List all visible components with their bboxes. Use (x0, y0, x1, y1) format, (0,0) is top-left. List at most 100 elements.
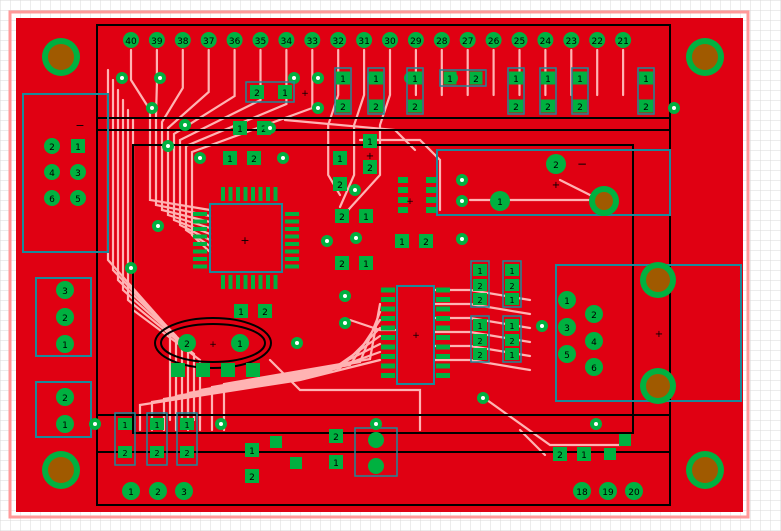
trace (222, 302, 382, 432)
resistor-pad (118, 446, 132, 458)
header-pin (174, 32, 191, 48)
header-pin-label: 35 (255, 37, 266, 47)
trace (433, 302, 532, 316)
usb-pin (585, 305, 603, 323)
crystal-outline (154, 317, 272, 369)
header-pin (485, 32, 502, 48)
mcu-pin (258, 187, 263, 201)
ic-pin (436, 335, 450, 340)
cap-pad (443, 71, 457, 85)
ic-pin (436, 316, 450, 321)
connector-pin-label: 1 (75, 143, 81, 153)
mcu-pin (258, 275, 263, 289)
part-pin-label: 2 (339, 260, 345, 270)
header-pin-label: 36 (229, 37, 241, 47)
mcu-pin (285, 227, 299, 231)
part-pin-label: 1 (237, 125, 243, 135)
part-pin-label: 1 (227, 155, 233, 165)
trace (190, 48, 314, 254)
resistor-outline (571, 67, 589, 115)
mcu-pin (251, 187, 255, 201)
ic-pin (436, 354, 450, 359)
mount-hole (692, 457, 718, 483)
header-pin-label: 33 (307, 37, 318, 47)
part-pin-label: 2 (477, 351, 482, 360)
via-hole (268, 126, 272, 130)
connector-pin-label: 4 (49, 169, 55, 179)
header-pin-label: 25 (514, 37, 525, 47)
resistor-pad (573, 71, 587, 85)
part-pad (335, 209, 349, 223)
header-pin-label: 23 (566, 37, 577, 47)
mcu-pin (273, 275, 278, 289)
cap-pin-label: 1 (282, 89, 288, 99)
ic-pin (436, 363, 450, 369)
part-pin-label: 2 (509, 282, 514, 291)
polarity-mark: − (75, 119, 84, 132)
part-pad (245, 443, 259, 457)
usb-center-mark: + (655, 329, 663, 340)
resistor-pad (336, 71, 350, 85)
trace (126, 108, 196, 422)
header-pin (226, 32, 243, 48)
resistor-outline (367, 67, 385, 115)
ic-center-mark: + (412, 331, 420, 341)
trace (358, 138, 442, 212)
battery-pin-label: 1 (497, 198, 503, 208)
header-pin (459, 32, 476, 48)
ic-pin (381, 306, 395, 312)
resistor-pad (336, 99, 350, 113)
cap-outline (439, 69, 487, 87)
trace (518, 428, 547, 457)
mcu-pin (236, 187, 240, 201)
part-pin-label: 2 (251, 155, 257, 165)
via-hole (129, 266, 133, 270)
header-pin (511, 32, 528, 48)
part-pad (333, 177, 347, 191)
via-hole (150, 106, 154, 110)
mcu-pin (193, 249, 207, 254)
resistor-pin-label: 1 (340, 75, 346, 85)
part-pin-label: 1 (509, 351, 514, 360)
part-pad (505, 293, 519, 305)
ic-pin (436, 325, 450, 331)
resistor-outline (406, 67, 424, 115)
via-hole (481, 396, 485, 400)
header-pin (252, 32, 269, 48)
battery-plus: + (552, 180, 560, 191)
header-pin (123, 32, 139, 48)
header-pin (382, 32, 398, 48)
connector-pin-label: 6 (49, 195, 55, 205)
part-pad (473, 293, 487, 305)
part-pin-label: 1 (363, 213, 369, 223)
mcu-pin (285, 219, 299, 224)
header-pin-label: 39 (151, 37, 163, 47)
mcu-pin (285, 234, 299, 239)
header-pin-label: 38 (177, 37, 189, 47)
part-pin-label: 2 (367, 164, 373, 174)
cap-pin-label: 2 (473, 75, 479, 85)
mcu-pin (266, 187, 270, 201)
connector-pin-label: 2 (49, 143, 55, 153)
ic-pin (398, 177, 408, 183)
via-hole (219, 422, 223, 426)
via-hole (158, 76, 162, 80)
part-pad (329, 429, 343, 443)
mcu-pin (228, 275, 233, 289)
ic-pin (426, 187, 436, 193)
crystal-pin-label: 1 (237, 340, 243, 350)
connector-a-outline (22, 93, 109, 253)
resistor-pin-label: 2 (643, 103, 649, 113)
battery-minus: − (577, 157, 587, 171)
mcu-pin (251, 275, 255, 289)
resistor-pin-label: 2 (412, 103, 418, 113)
part-pad (247, 151, 261, 165)
usb-pin (585, 358, 603, 376)
mcu-pin (193, 257, 207, 261)
part-pad (245, 469, 259, 483)
inner-module-outline (132, 144, 634, 434)
ic-center-mark: + (406, 197, 414, 207)
mcu-pin (221, 187, 225, 201)
part-pin-label: 1 (367, 138, 373, 148)
